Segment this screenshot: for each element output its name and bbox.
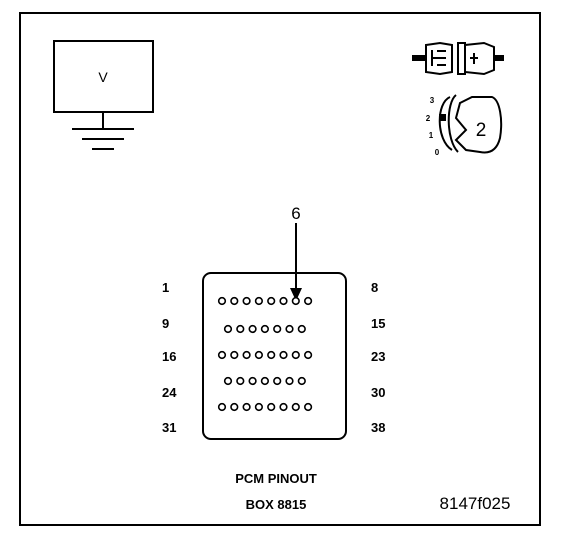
pin xyxy=(217,296,227,306)
row-end-label: 23 xyxy=(371,349,385,364)
pin xyxy=(279,402,288,412)
key-position-1: 1 xyxy=(429,131,434,140)
pin-highlighted xyxy=(279,296,288,306)
pin xyxy=(248,324,257,334)
pin xyxy=(267,350,276,360)
pin xyxy=(304,350,313,360)
pin-number-labels: 1 8 9 15 16 23 24 30 31 38 xyxy=(162,280,385,435)
pin xyxy=(260,376,270,386)
pin xyxy=(242,296,251,306)
pin xyxy=(285,376,294,386)
pin xyxy=(291,402,300,412)
ignition-switch-icon: 2 3 2 1 0 xyxy=(426,94,503,157)
pin xyxy=(236,376,245,386)
connector-disconnect-icon xyxy=(412,41,504,76)
pin xyxy=(242,402,251,412)
row-end-label: 38 xyxy=(371,420,385,435)
row-start-label: 9 xyxy=(162,316,169,331)
pin xyxy=(236,324,245,334)
row-end-label: 8 xyxy=(371,280,378,295)
pin xyxy=(304,296,313,306)
key-position-0: 0 xyxy=(435,148,440,157)
pin xyxy=(267,402,276,412)
pin xyxy=(291,296,300,306)
row-start-label: 1 xyxy=(162,280,169,295)
pin xyxy=(260,324,270,334)
pin xyxy=(230,296,239,306)
row-end-label: 15 xyxy=(371,316,385,331)
pin xyxy=(254,350,263,360)
pin xyxy=(279,350,288,360)
figure-code: 8147f025 xyxy=(440,494,511,513)
connector-pins xyxy=(217,296,313,412)
pin xyxy=(254,296,263,306)
key-position-3: 3 xyxy=(430,96,435,105)
pin xyxy=(273,324,282,334)
ground-icon xyxy=(72,112,134,150)
pin xyxy=(273,376,282,386)
key-position-2: 2 xyxy=(426,114,431,123)
pin xyxy=(291,350,300,360)
pin xyxy=(297,324,306,334)
caption-title: PCM PINOUT xyxy=(235,471,317,486)
pin xyxy=(267,296,276,306)
row-end-label: 30 xyxy=(371,385,385,400)
diagram-frame xyxy=(19,12,541,526)
arrow-down-icon xyxy=(290,288,302,301)
pointer-pin-label: 6 xyxy=(291,204,300,223)
caption-subtitle: BOX 8815 xyxy=(246,497,307,512)
pin xyxy=(223,324,233,334)
pin xyxy=(285,324,294,334)
connector-body xyxy=(202,272,347,440)
pin xyxy=(242,350,251,360)
pin xyxy=(217,350,227,360)
row-start-label: 16 xyxy=(162,349,176,364)
row-start-label: 31 xyxy=(162,420,176,435)
pin xyxy=(254,402,263,412)
key-position-selected: 2 xyxy=(476,120,487,141)
pin xyxy=(297,376,306,386)
pin xyxy=(223,376,233,386)
row-start-label: 24 xyxy=(162,385,177,400)
pin xyxy=(217,402,227,412)
pin xyxy=(304,402,313,412)
pin xyxy=(230,402,239,412)
pin xyxy=(248,376,257,386)
pin xyxy=(230,350,239,360)
pin-pointer: 6 xyxy=(290,204,302,301)
voltmeter: V xyxy=(53,40,154,150)
voltmeter-label: V xyxy=(98,69,108,85)
